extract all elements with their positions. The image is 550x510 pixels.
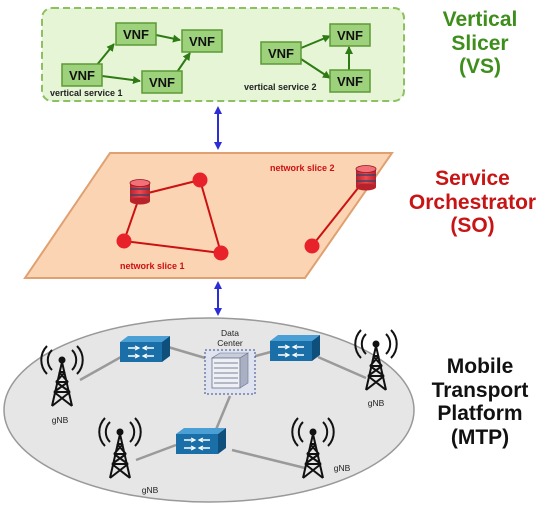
vnf-label: VNF [337, 74, 363, 89]
antenna-tower-icon [98, 417, 142, 479]
slice1-link [199, 179, 222, 254]
service1-link [155, 34, 181, 43]
mtp-title-line2: Transport [431, 378, 529, 402]
antenna-tower-icon [354, 329, 398, 391]
mtp-title-line4: (MTP) [450, 425, 510, 449]
vertical-slicer-title: Vertical Slicer (VS) [410, 8, 550, 79]
vnf-label: VNF [149, 75, 175, 90]
mtp-layer: Data Center gNB gNB gNB gNB [3, 317, 415, 503]
vertical-slicer-title-line3: (VS) [459, 55, 501, 79]
mtp-title: Mobile Transport Platform (MTP) [410, 355, 550, 449]
vnf-box: VNF [181, 29, 223, 53]
vnf-box: VNF [329, 23, 371, 47]
slice2-label: network slice 2 [270, 163, 335, 173]
vnf-label: VNF [189, 34, 215, 49]
service-orchestrator-title-line3: (SO) [450, 214, 495, 238]
data-center-label-line2: Center [217, 338, 243, 348]
vnf-label: VNF [69, 68, 95, 83]
transport-links [79, 345, 367, 470]
vnf-box: VNF [329, 69, 371, 93]
transport-link [213, 395, 232, 433]
slice-node [192, 172, 208, 188]
service1-link [101, 75, 141, 85]
antenna-tower-icon [291, 417, 335, 479]
mtp-ellipse [3, 317, 415, 503]
gnb-label: gNB [334, 463, 351, 473]
vnf-box: VNF [141, 70, 183, 94]
slice1-label: network slice 1 [120, 261, 185, 271]
service-orchestrator-title: Service Orchestrator (SO) [395, 167, 550, 238]
database-icon [129, 179, 151, 205]
vnf-label: VNF [123, 27, 149, 42]
gnb-label: gNB [142, 485, 159, 495]
vnf-box: VNF [61, 63, 103, 87]
mtp-title-line1: Mobile [446, 355, 514, 378]
gnb-label: gNB [368, 398, 385, 408]
vnf-box: VNF [115, 22, 157, 46]
database-icon [355, 165, 377, 191]
service-orchestrator-layer: network slice 1 network slice 2 [23, 152, 394, 279]
service2-label: vertical service 2 [244, 82, 317, 92]
service1-link [95, 43, 115, 67]
transport-link [317, 355, 367, 380]
vertical-slicer-title-line1: Vertical [442, 8, 518, 31]
mtp-title-line3: Platform [437, 402, 523, 426]
vertical-slicer-layer: VNF VNF VNF VNF VNF VNF VNF vertical ser… [41, 7, 405, 102]
transport-link [231, 448, 306, 470]
service2-links [300, 34, 353, 79]
gnb-label: gNB [52, 415, 69, 425]
service-orchestrator-title-line1: Service [435, 167, 510, 190]
slice1-link [123, 240, 222, 254]
slice-node [304, 238, 320, 254]
slice2-link [311, 177, 367, 247]
vnf-label: VNF [268, 46, 294, 61]
switch-icon [120, 336, 170, 362]
data-center-label-line1: Data [221, 328, 239, 338]
vertical-slicer-title-line2: Slicer [451, 31, 509, 55]
vnf-box: VNF [260, 41, 302, 65]
service-orchestrator-title-line2: Orchestrator [408, 190, 537, 214]
antenna-tower-icon [40, 345, 84, 407]
data-center-icon [204, 349, 256, 395]
service1-label: vertical service 1 [50, 88, 123, 98]
slice-node [213, 245, 229, 261]
switch-icon [176, 428, 226, 454]
service2-link [300, 34, 331, 49]
transport-link [135, 443, 177, 462]
switch-icon [270, 335, 320, 361]
service2-link [300, 58, 331, 79]
orchestrator-plane [23, 152, 394, 279]
slice-node [116, 233, 132, 249]
vnf-label: VNF [337, 28, 363, 43]
